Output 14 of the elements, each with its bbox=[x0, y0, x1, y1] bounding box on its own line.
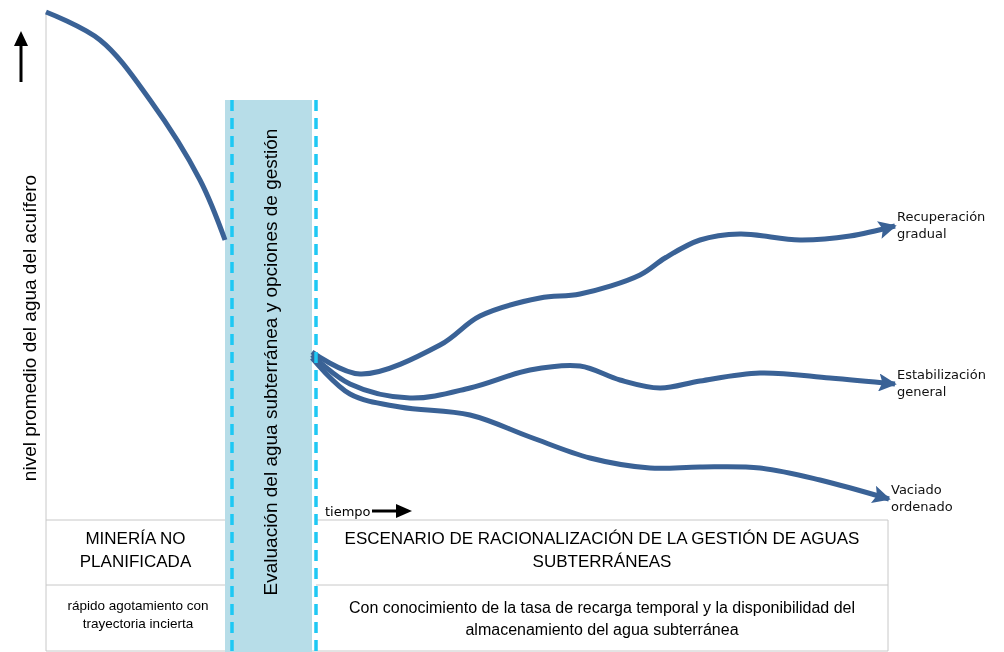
phase-label: Evaluación del agua subterránea y opciones de gestión bbox=[258, 127, 282, 598]
description-text: rápido agotamiento con trayectoria incierta bbox=[66, 597, 210, 633]
trend-curve-arrow bbox=[310, 356, 891, 504]
axis-label: tiempo bbox=[325, 503, 371, 521]
description-text: Con conocimiento de la tasa de recarga temporal y la disponibilidad del almacenamiento del agua subterránea bbox=[347, 598, 857, 640]
outcome-label: Estabilización general bbox=[897, 366, 987, 400]
column-header: ESCENARIO DE RACIONALIZACIÓN DE LA GESTIÓN DE AGUAS SUBTERRÁNEAS bbox=[343, 528, 861, 573]
trend-curve-arrow bbox=[310, 221, 897, 377]
column-header: MINERÍA NO PLANIFICADA bbox=[78, 528, 193, 573]
outcome-label: Recuperación gradual bbox=[897, 208, 987, 242]
axis-label: nivel promedio del agua del acuífero bbox=[18, 173, 41, 484]
trend-curve-arrow bbox=[310, 353, 897, 401]
outcome-label: Vaciado ordenado bbox=[891, 481, 954, 515]
phase-band bbox=[225, 100, 312, 652]
